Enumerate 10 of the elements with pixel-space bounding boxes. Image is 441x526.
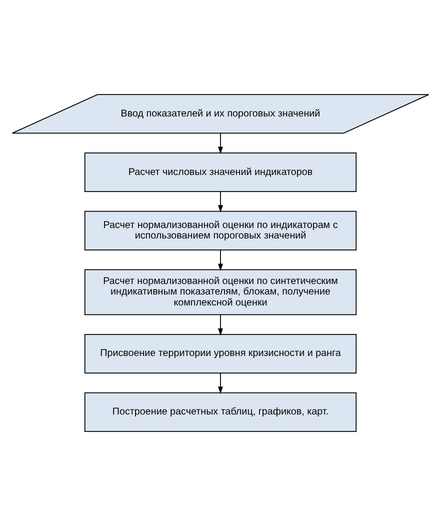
arrow [218, 314, 224, 336]
arrow [218, 372, 224, 394]
node-box: Присвоение территории уровня кризисности и ранга [84, 334, 357, 374]
arrow [218, 132, 224, 154]
arrow [218, 191, 224, 212]
node-box: Расчет числовых значений индикаторов [84, 152, 357, 192]
arrow [218, 250, 224, 271]
node-box: Построение расчетных таблиц, графиков, карт. [84, 392, 357, 432]
node-box: Расчет нормализованной оценки по индикаторам с использованием пороговых значений [84, 210, 357, 250]
node-box: Расчет нормализованной оценки по синтетическим индикативным показателям, блокам, получение комплексной оценки [84, 269, 357, 316]
